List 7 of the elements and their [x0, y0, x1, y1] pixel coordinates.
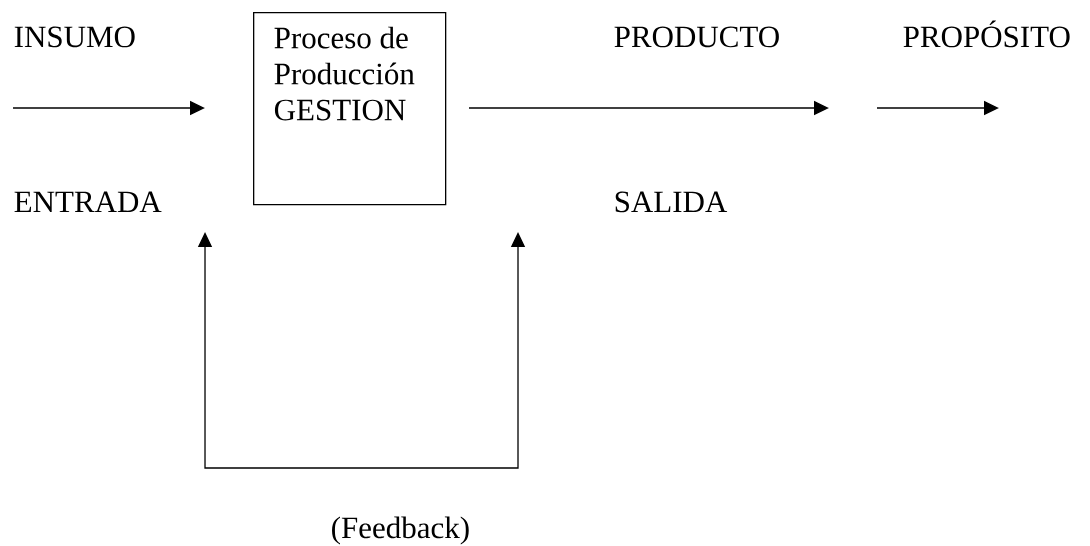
process-box: Proceso de Producción GESTION [253, 12, 447, 206]
label-text: PRODUCTO [614, 26, 779, 48]
label-text: (Feedback) [332, 516, 469, 545]
label-text: ENTRADA [14, 191, 162, 213]
label-text: PROPÓSITO [903, 20, 1070, 48]
label-text: SALIDA [615, 191, 728, 213]
label-text: INSUMO [14, 26, 135, 48]
